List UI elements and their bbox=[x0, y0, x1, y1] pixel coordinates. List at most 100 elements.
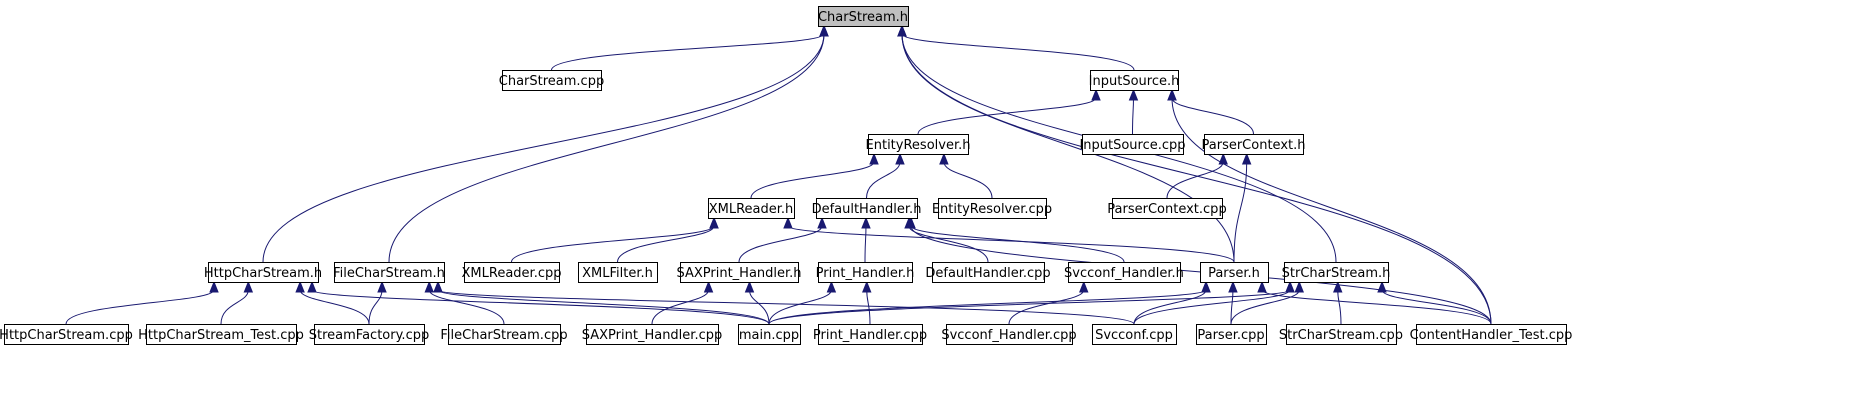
node-box[interactable] bbox=[868, 134, 969, 155]
node-box[interactable] bbox=[4, 324, 129, 345]
node-httpcharstream-cpp[interactable]: HttpCharStream.cpp bbox=[0, 324, 133, 345]
node-defaulthandler-h[interactable]: DefaultHandler.h bbox=[812, 198, 922, 219]
node-xmlreader-cpp[interactable]: XMLReader.cpp bbox=[462, 262, 562, 283]
node-box[interactable] bbox=[1286, 324, 1397, 345]
dependency-edge bbox=[388, 33, 825, 263]
node-box[interactable] bbox=[1204, 134, 1304, 155]
node-charstream-h[interactable]: CharStream.h bbox=[818, 6, 909, 27]
node-inputsource-h[interactable]: InputSource.h bbox=[1089, 70, 1180, 91]
arrowhead bbox=[1201, 280, 1211, 293]
node-box[interactable] bbox=[586, 324, 719, 345]
node-httpcharstream-h[interactable]: HttpCharStream.h bbox=[204, 262, 322, 283]
node-label: ParserContext.cpp bbox=[1107, 202, 1226, 217]
node-box[interactable] bbox=[1068, 262, 1181, 283]
arrowhead bbox=[783, 216, 793, 229]
node-label: StrCharStream.h bbox=[1282, 266, 1391, 281]
dependency-edge bbox=[437, 289, 1135, 325]
node-strcharstream-h[interactable]: StrCharStream.h bbox=[1282, 262, 1391, 283]
node-box[interactable] bbox=[1196, 324, 1267, 345]
dependency-edge bbox=[750, 161, 875, 199]
node-contenthandler-test[interactable]: ContentHandler_Test.cpp bbox=[1410, 324, 1573, 345]
node-box[interactable] bbox=[738, 324, 801, 345]
node-entityresolver-cpp[interactable]: EntityResolver.cpp bbox=[932, 198, 1052, 219]
dependency-edge bbox=[768, 289, 1291, 325]
node-label: EntityResolver.cpp bbox=[932, 202, 1052, 217]
arrowhead bbox=[826, 280, 837, 293]
node-box[interactable] bbox=[680, 262, 799, 283]
node-label: StreamFactory.cpp bbox=[309, 328, 429, 343]
dependency-edge bbox=[220, 289, 249, 325]
node-label: EntityResolver.h bbox=[866, 138, 971, 153]
node-label: Svcconf.cpp bbox=[1095, 328, 1173, 343]
node-box[interactable] bbox=[1284, 262, 1389, 283]
node-httpcharstream-test[interactable]: HttpCharStream_Test.cpp bbox=[138, 324, 304, 345]
dependency-edge bbox=[299, 289, 370, 325]
node-print-handler-h[interactable]: Print_Handler.h bbox=[816, 262, 915, 283]
node-print-handler-cpp[interactable]: Print_Handler.cpp bbox=[813, 324, 927, 345]
node-strcharstream-cpp[interactable]: StrCharStream.cpp bbox=[1279, 324, 1403, 345]
node-box[interactable] bbox=[708, 198, 795, 219]
node-label: ParserContext.h bbox=[1202, 138, 1306, 153]
node-streamfactory-cpp[interactable]: StreamFactory.cpp bbox=[309, 324, 429, 345]
node-xmlfilter-h[interactable]: XMLFilter.h bbox=[578, 262, 658, 283]
node-charstream-cpp[interactable]: CharStream.cpp bbox=[499, 70, 604, 91]
node-xmlreader-h[interactable]: XMLReader.h bbox=[708, 198, 795, 219]
node-svcconf-cpp[interactable]: Svcconf.cpp bbox=[1092, 324, 1177, 345]
node-box[interactable] bbox=[818, 262, 913, 283]
node-box[interactable] bbox=[932, 262, 1045, 283]
arrowhead bbox=[1228, 280, 1238, 293]
node-saxprint-handler-h[interactable]: SAXPrint_Handler.h bbox=[676, 262, 802, 283]
node-box[interactable] bbox=[818, 6, 909, 27]
node-box[interactable] bbox=[1112, 198, 1223, 219]
node-box[interactable] bbox=[314, 324, 425, 345]
dependency-edge bbox=[437, 289, 770, 325]
node-box[interactable] bbox=[1092, 324, 1177, 345]
arrowhead bbox=[744, 280, 755, 293]
node-box[interactable] bbox=[1200, 262, 1269, 283]
node-box[interactable] bbox=[502, 70, 602, 91]
node-main-cpp[interactable]: main.cpp bbox=[738, 324, 801, 345]
dependency-edge bbox=[368, 289, 383, 325]
dependency-edge bbox=[1171, 97, 1492, 325]
node-box[interactable] bbox=[818, 324, 923, 345]
arrowhead bbox=[307, 280, 317, 293]
node-box[interactable] bbox=[146, 324, 297, 345]
node-saxprint-handler-cpp[interactable]: SAXPrint_Handler.cpp bbox=[582, 324, 722, 345]
node-box[interactable] bbox=[334, 262, 445, 283]
node-parsercontext-h[interactable]: ParserContext.h bbox=[1202, 134, 1306, 155]
node-box[interactable] bbox=[1090, 70, 1179, 91]
node-box[interactable] bbox=[448, 324, 561, 345]
node-box[interactable] bbox=[946, 324, 1073, 345]
node-box[interactable] bbox=[938, 198, 1047, 219]
dependency-edge bbox=[1230, 289, 1300, 325]
node-box[interactable] bbox=[1416, 324, 1567, 345]
node-filecharstream-cpp[interactable]: FileCharStream.cpp bbox=[440, 324, 568, 345]
arrowhead bbox=[862, 280, 872, 293]
node-box[interactable] bbox=[816, 198, 918, 219]
node-inputsource-cpp[interactable]: InputSource.cpp bbox=[1079, 134, 1186, 155]
node-svcconf-handler-cpp[interactable]: Svcconf_Handler.cpp bbox=[941, 324, 1077, 345]
dependency-edge bbox=[738, 225, 823, 263]
node-label: StrCharStream.cpp bbox=[1279, 328, 1403, 343]
dependency-edge bbox=[1337, 289, 1342, 325]
node-filecharstream-h[interactable]: FileCharStream.h bbox=[333, 262, 445, 283]
node-label: FileCharStream.cpp bbox=[440, 328, 567, 343]
node-svcconf-handler-h[interactable]: Svcconf_Handler.h bbox=[1064, 262, 1184, 283]
arrowhead bbox=[209, 280, 219, 293]
node-box[interactable] bbox=[1082, 134, 1184, 155]
node-box[interactable] bbox=[208, 262, 319, 283]
node-entityresolver-h[interactable]: EntityResolver.h bbox=[866, 134, 971, 155]
dependency-edge bbox=[1381, 289, 1492, 325]
arrowhead bbox=[433, 280, 443, 293]
node-box[interactable] bbox=[578, 262, 658, 283]
dependency-edge bbox=[943, 161, 993, 199]
dependency-edge bbox=[908, 225, 989, 263]
node-defaulthandler-cpp[interactable]: DefaultHandler.cpp bbox=[925, 262, 1051, 283]
node-box[interactable] bbox=[464, 262, 560, 283]
node-parsercontext-cpp[interactable]: ParserContext.cpp bbox=[1107, 198, 1227, 219]
dependency-edge bbox=[749, 289, 770, 325]
node-parser-h[interactable]: Parser.h bbox=[1200, 262, 1269, 283]
arrowhead bbox=[906, 216, 916, 229]
node-parser-cpp[interactable]: Parser.cpp bbox=[1196, 324, 1267, 345]
